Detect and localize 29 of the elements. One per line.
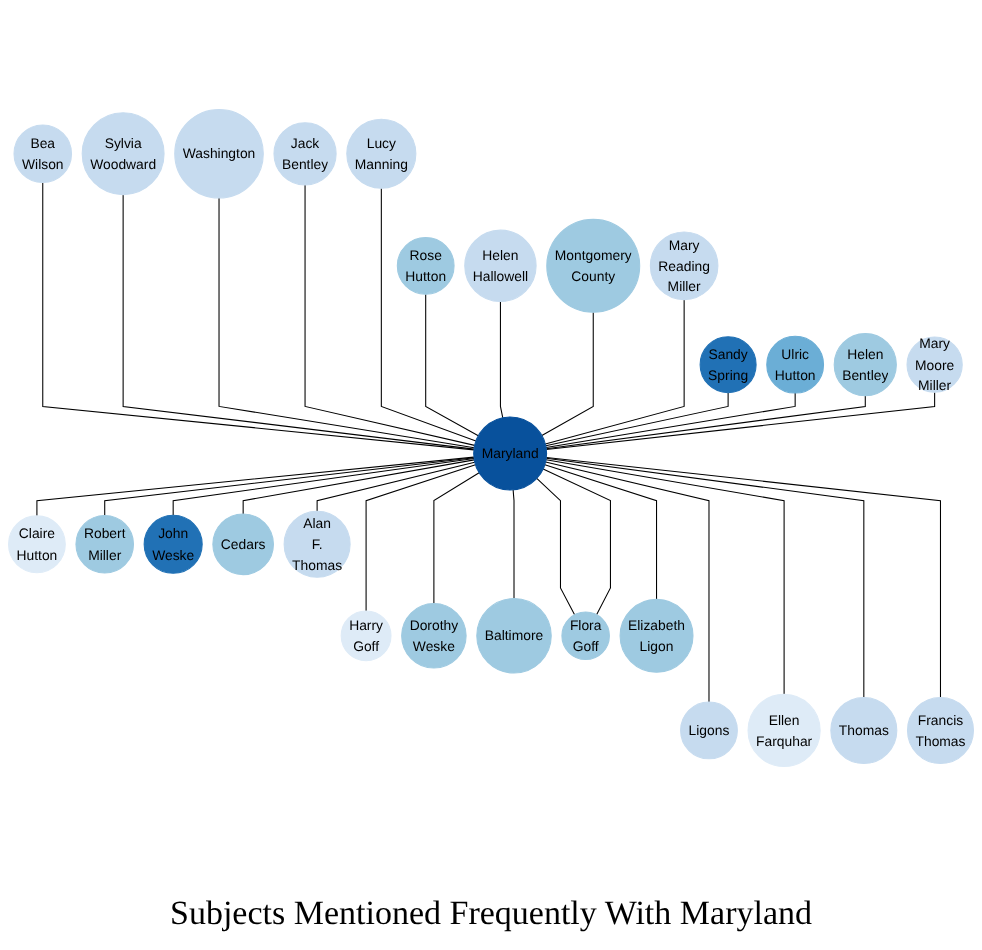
connector — [499, 301, 504, 419]
connector — [380, 187, 477, 442]
connector — [242, 459, 475, 515]
connector — [545, 391, 936, 451]
connector — [545, 456, 941, 698]
connector — [512, 489, 515, 600]
connector — [104, 457, 475, 517]
connector — [544, 464, 658, 600]
connector — [365, 464, 477, 612]
connector — [172, 458, 475, 516]
connector — [36, 456, 475, 517]
connector — [542, 468, 611, 616]
connector — [536, 477, 576, 616]
connector — [545, 392, 796, 449]
diagram-title: Subjects Mentioned Frequently With Maryland — [167, 894, 814, 934]
connector — [122, 194, 475, 450]
connector — [545, 395, 866, 450]
connector — [316, 461, 476, 512]
connector — [544, 299, 685, 445]
connector — [545, 392, 729, 447]
connector — [545, 457, 865, 698]
connector — [425, 293, 479, 437]
connector — [545, 459, 785, 695]
connector — [433, 472, 480, 605]
connector — [218, 197, 475, 449]
connector — [42, 182, 475, 451]
connector — [541, 311, 594, 437]
connector — [545, 461, 710, 703]
connector — [304, 184, 476, 446]
